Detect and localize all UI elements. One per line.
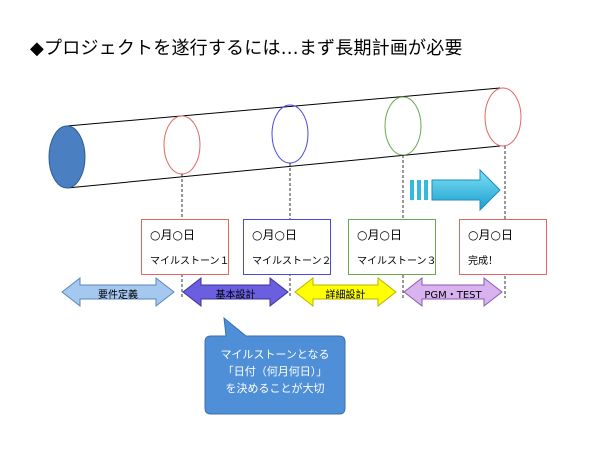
phase-label-pgm-test: PGM・TEST	[424, 290, 482, 301]
milestone-box-4: ○月○日 完成！	[459, 219, 547, 275]
milestone-name: マイルストーン３	[357, 256, 437, 267]
milestone-name: マイルストーン２	[252, 256, 332, 267]
milestone-date: ○月○日	[357, 228, 402, 242]
page-title: ◆プロジェクトを遂行するには…まず長期計画が必要	[30, 38, 463, 59]
milestone-date: ○月○日	[468, 228, 513, 242]
phase-label-detail-design: 詳細設計	[325, 290, 366, 301]
phase-arrow-requirements	[61, 276, 175, 308]
callout-text: マイルストーンとなる 「日付（何月何日）」 を決めることが大切	[198, 346, 352, 397]
phase-arrow-detail-design	[294, 276, 397, 308]
callout-line: を決めることが大切	[225, 382, 325, 395]
callout-line: マイルストーンとなる	[220, 348, 330, 361]
milestone-box-3: ○月○日 マイルストーン３	[348, 219, 437, 275]
tube-end-ring	[484, 87, 522, 147]
milestone-box-1: ○月○日 マイルストーン１	[141, 219, 230, 275]
phase-arrow-basic-design	[182, 276, 289, 308]
tube-start-cap	[48, 125, 86, 189]
milestone-ring-3	[384, 96, 422, 156]
phase-arrow-pgm-test	[403, 276, 503, 308]
milestone-date: ○月○日	[150, 228, 195, 242]
milestone-ring-2	[271, 104, 309, 164]
tube-bottom-edge	[66, 145, 501, 189]
callout-line: 「日付（何月何日）」	[222, 365, 328, 378]
milestone-name: 完成！	[468, 256, 498, 267]
callout-bubble	[204, 316, 346, 415]
milestone-ring-1	[163, 115, 201, 175]
phase-label-basic-design: 基本設計	[215, 290, 256, 301]
milestone-date: ○月○日	[252, 228, 297, 242]
phase-label-requirements: 要件定義	[98, 290, 138, 301]
milestone-box-2: ○月○日 マイルストーン２	[243, 219, 332, 275]
milestone-name: マイルストーン１	[150, 256, 230, 267]
progress-arrow	[410, 168, 501, 212]
